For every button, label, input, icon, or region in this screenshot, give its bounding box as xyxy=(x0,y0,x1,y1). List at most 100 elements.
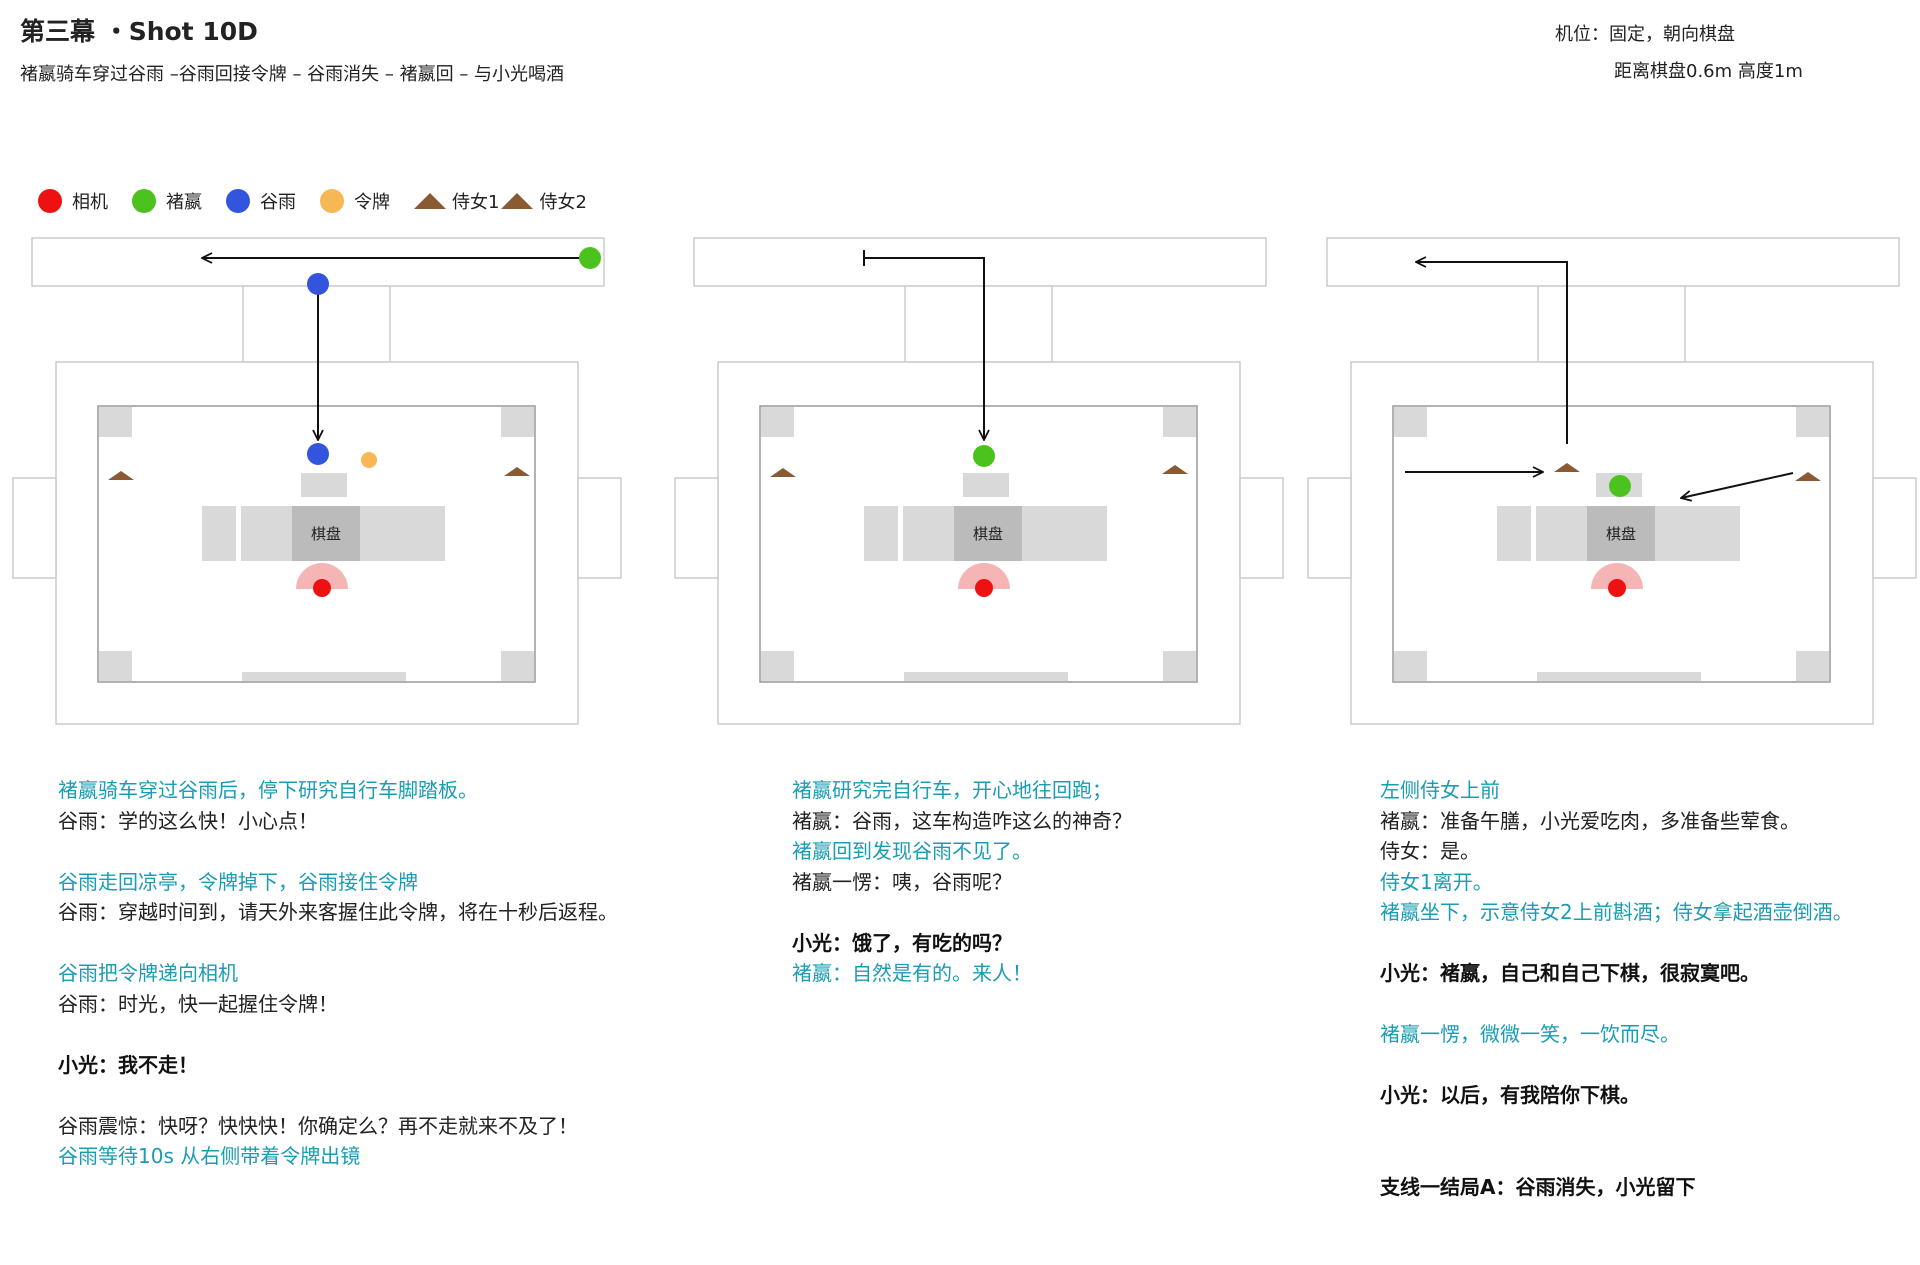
script-line: 谷雨震惊：快呀？快快快！你确定么？再不走就来不及了！ xyxy=(58,1113,578,1138)
chuying-end-marker xyxy=(973,445,995,467)
script-line: 小光：以后，有我陪你下棋。 xyxy=(1380,1083,1640,1107)
script-line: 褚嬴一愣：咦，谷雨呢？ xyxy=(792,869,1012,894)
spacer xyxy=(1380,1141,1853,1172)
legend-label: 令牌 xyxy=(354,192,390,213)
top-path xyxy=(1326,237,1900,287)
furniture xyxy=(761,407,1196,681)
panel-3-script: 左侧侍女上前褚嬴：准备午膳，小光爱吃肉，多准备些荤食。侍女：是。侍女1离开。褚嬴… xyxy=(1380,775,1853,1202)
camera-view-fan xyxy=(1591,563,1643,589)
entrance xyxy=(904,285,1053,363)
camera-marker xyxy=(975,579,993,597)
page-title: 第三幕 ・Shot 10D xyxy=(20,17,258,46)
script-line: 谷雨等待10s 从右侧带着令牌出镜 xyxy=(58,1144,361,1168)
legend-label: 褚嬴 xyxy=(166,192,202,213)
shot-summary: 褚嬴骑车穿过谷雨 –谷雨回接令牌 – 谷雨消失 – 褚嬴回 – 与小光喝酒 xyxy=(20,64,565,85)
floorplan-panel-3: 棋盘 xyxy=(1307,237,1917,725)
camera-view-fan xyxy=(958,563,1010,589)
guyu-dot-icon xyxy=(226,189,250,213)
maid1-marker xyxy=(770,468,796,477)
legend-camera: 相机 xyxy=(38,188,108,214)
maid1-exit-arrow xyxy=(1416,262,1568,444)
chuying-start-marker xyxy=(579,247,601,269)
camera-position-note: 机位：固定，朝向棋盘 xyxy=(1555,24,1735,45)
spacer xyxy=(58,1019,618,1050)
spacer xyxy=(1380,928,1853,959)
go-board-label: 棋盘 xyxy=(1606,525,1636,543)
entrance xyxy=(1537,285,1686,363)
legend: 相机 褚嬴 谷雨 令牌 侍女1 侍女2 xyxy=(38,186,611,216)
script-line: 褚嬴：自然是有的。来人！ xyxy=(792,961,1032,985)
legend-chuying: 褚嬴 xyxy=(132,188,202,214)
camera-marker xyxy=(1608,579,1626,597)
maid2-marker xyxy=(1162,465,1188,474)
script-line: 谷雨：穿越时间到，请天外来客握住此令牌，将在十秒后返程。 xyxy=(58,900,618,924)
chuying-seated-marker xyxy=(1609,475,1631,497)
spacer xyxy=(58,928,618,959)
maid2-marker xyxy=(504,467,530,476)
script-line: 褚嬴：准备午膳，小光爱吃肉，多准备些荤食。 xyxy=(1380,808,1800,833)
maid1-marker xyxy=(1554,463,1580,472)
spacer xyxy=(1380,1050,1853,1081)
go-board xyxy=(292,506,360,561)
legend-label: 侍女1 xyxy=(452,192,500,213)
script-line: 侍女1离开。 xyxy=(1380,869,1493,894)
spacer xyxy=(1380,1111,1853,1142)
spacer xyxy=(1380,989,1853,1020)
furniture xyxy=(99,407,534,681)
legend-maid1: 侍女1 xyxy=(414,188,499,214)
script-line: 左侧侍女上前 xyxy=(1380,778,1500,802)
maid2-triangle-icon xyxy=(501,193,534,209)
script-line: 小光：我不走！ xyxy=(58,1052,198,1077)
spacer xyxy=(58,1080,618,1111)
script-line: 小光：褚嬴，自己和自己下棋，很寂寞吧。 xyxy=(1380,961,1760,985)
side-step-right xyxy=(1239,477,1284,579)
panel-2-script: 褚嬴研究完自行车，开心地往回跑； 褚嬴：谷雨，这车构造咋这么的神奇？ 褚嬴回到发现谷… xyxy=(792,775,1132,989)
spacer xyxy=(58,836,618,867)
script-line: 褚嬴研究完自行车，开心地往回跑； xyxy=(792,778,1112,802)
legend-label: 侍女2 xyxy=(539,192,587,213)
script-line: 谷雨走回凉亭，令牌掉下，谷雨接住令牌 xyxy=(58,869,418,894)
go-board-label: 棋盘 xyxy=(311,525,341,543)
script-line: 侍女：是。 xyxy=(1380,839,1480,863)
guyu-end-marker xyxy=(307,443,329,465)
side-step-left xyxy=(1307,477,1352,579)
maid2-approach-arrow xyxy=(1681,472,1794,498)
furniture xyxy=(1394,407,1829,681)
script-line: 褚嬴回到发现谷雨不见了。 xyxy=(792,839,1032,863)
floorplan-panel-2: 棋盘 xyxy=(674,237,1284,725)
script-line: 褚嬴骑车穿过谷雨后，停下研究自行车脚踏板。 xyxy=(58,778,478,802)
script-line: 小光：饿了，有吃的吗？ xyxy=(792,930,1012,955)
go-board-label: 棋盘 xyxy=(973,525,1003,543)
chuying-return-arrow xyxy=(864,257,984,440)
script-line: 褚嬴：谷雨，这车构造咋这么的神奇？ xyxy=(792,808,1132,833)
top-path xyxy=(693,237,1267,287)
panel-1-script: 褚嬴骑车穿过谷雨后，停下研究自行车脚踏板。谷雨：学的这么快！小心点！ 谷雨走回凉亭… xyxy=(58,775,618,1172)
token-marker xyxy=(361,452,377,468)
script-line: 谷雨：学的这么快！小心点！ xyxy=(58,808,318,833)
side-step-right xyxy=(577,477,622,579)
go-board xyxy=(1587,506,1655,561)
script-line: 谷雨：时光，快一起握住令牌！ xyxy=(58,991,338,1016)
legend-maid2: 侍女2 xyxy=(501,188,587,214)
legend-guyu: 谷雨 xyxy=(226,188,296,214)
script-line: 褚嬴一愣，微微一笑，一饮而尽。 xyxy=(1380,1022,1680,1046)
chuying-dot-icon xyxy=(132,189,156,213)
legend-label: 相机 xyxy=(72,192,108,213)
entrance xyxy=(242,285,391,363)
side-step-left xyxy=(12,477,57,579)
camera-marker xyxy=(313,579,331,597)
script-line: 谷雨把令牌递向相机 xyxy=(58,961,238,985)
guyu-start-marker xyxy=(307,273,329,295)
camera-distance-note: 距离棋盘0.6m 高度1m xyxy=(1614,61,1803,82)
side-step-right xyxy=(1872,477,1917,579)
script-line: 褚嬴坐下，示意侍女2上前斟酒；侍女拿起酒壶倒酒。 xyxy=(1380,900,1853,924)
camera-dot-icon xyxy=(38,189,62,213)
floorplan-panel-1: 棋盘 xyxy=(12,237,622,725)
legend-token: 令牌 xyxy=(320,188,390,214)
spacer xyxy=(792,897,1132,928)
maid2-marker xyxy=(1795,472,1821,481)
go-board xyxy=(954,506,1022,561)
token-dot-icon xyxy=(320,189,344,213)
camera-view-fan xyxy=(296,563,348,589)
